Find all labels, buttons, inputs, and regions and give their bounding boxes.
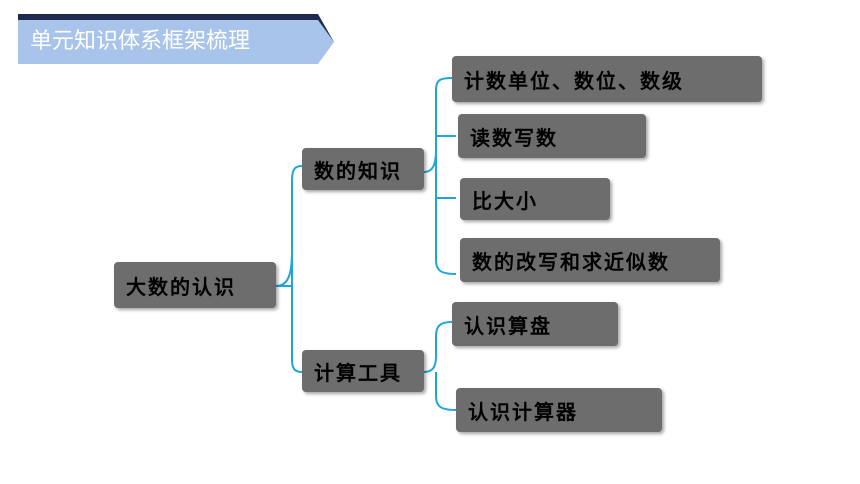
branch-node-label: 计算工具 bbox=[314, 360, 402, 385]
leaf-node-label: 数的改写和求近似数 bbox=[472, 249, 670, 274]
title-banner bbox=[18, 20, 334, 64]
leaf-node-label: 认识计算器 bbox=[468, 399, 578, 424]
root-node: 大数的认识 bbox=[114, 262, 276, 308]
connector-branch1-children bbox=[423, 77, 457, 275]
leaf-node-counting-units: 计数单位、数位、数级 bbox=[452, 56, 762, 102]
root-node-label: 大数的认识 bbox=[126, 274, 236, 299]
leaf-node-compare: 比大小 bbox=[460, 178, 610, 220]
leaf-node-abacus: 认识算盘 bbox=[452, 302, 618, 346]
leaf-node-label: 读数写数 bbox=[470, 125, 558, 150]
connector-branch2-children bbox=[423, 321, 457, 411]
leaf-node-calculator: 认识计算器 bbox=[456, 388, 662, 432]
leaf-node-label: 计数单位、数位、数级 bbox=[464, 68, 684, 93]
leaf-node-rewrite-approx: 数的改写和求近似数 bbox=[460, 238, 720, 282]
branch-node-calc-tools: 计算工具 bbox=[302, 350, 424, 392]
leaf-node-label: 比大小 bbox=[472, 188, 538, 213]
page-title: 单元知识体系框架梳理 bbox=[30, 29, 251, 54]
branch-node-number-knowledge: 数的知识 bbox=[302, 148, 424, 190]
leaf-node-label: 认识算盘 bbox=[464, 313, 552, 338]
branch-node-label: 数的知识 bbox=[314, 158, 402, 183]
connector-root-branches bbox=[275, 165, 303, 373]
leaf-node-read-write: 读数写数 bbox=[458, 114, 646, 158]
